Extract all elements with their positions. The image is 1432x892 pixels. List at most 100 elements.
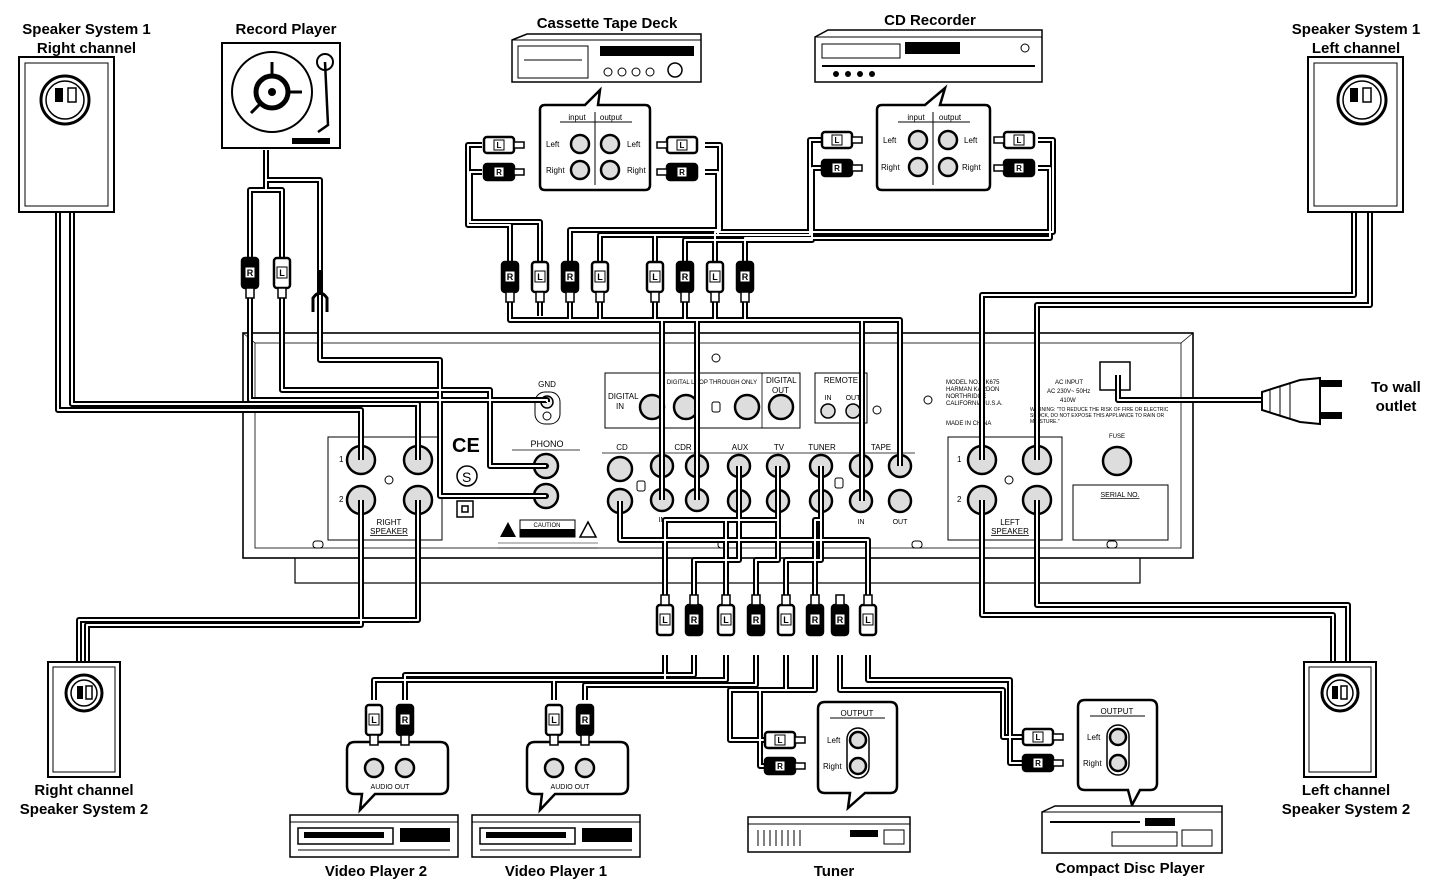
video-player-2-callout: AUDIO OUT — [345, 740, 450, 814]
rca-plug-letter: R — [507, 272, 514, 282]
tuner-left-label: Left — [827, 736, 841, 745]
cd-recorder-title: CD Recorder — [884, 12, 976, 29]
aux-input-label: AUX — [732, 443, 749, 452]
rca-plug-letter: L — [662, 615, 668, 625]
speaker-2-left-title-line1: Left channel — [1301, 782, 1391, 799]
rca-plug-right: R — [763, 756, 806, 776]
certification-marks: CE S — [452, 435, 480, 518]
rca-plug-letter: R — [679, 168, 685, 177]
made-in-label: MADE IN CHINA — [946, 421, 991, 427]
rca-plug-right: R — [482, 162, 525, 182]
rca-plug-right: R — [500, 260, 520, 303]
right-speaker-2-marker: 2 — [339, 495, 344, 504]
model-info: MODEL NO. HK675 HARMAN KARDON NORTHRIDGE… — [946, 380, 1169, 541]
remote-section: REMOTE IN OUT — [814, 372, 933, 424]
cassette-left-out-label: Left — [627, 140, 641, 149]
speaker-1-right — [18, 56, 115, 213]
warning-text: WARNING: "TO REDUCE THE RISK OF FIRE OR … — [1030, 407, 1169, 425]
cassette-right-in-label: Right — [546, 166, 565, 175]
cd-input-label: CD — [616, 443, 628, 452]
rca-plug-letter: L — [835, 136, 840, 145]
rca-plug-right: R — [820, 158, 863, 178]
vp1-audio-out-label: AUDIO OUT — [551, 784, 591, 791]
ac-input-line-2: AC 230V~ 50Hz — [1047, 389, 1090, 395]
rca-plug-letter: R — [753, 615, 760, 625]
rca-plug-right: R — [656, 162, 699, 182]
rca-plug-left: L — [858, 594, 878, 637]
rca-plug-right: R — [805, 594, 825, 637]
speaker-1-right-title-line2: Right channel — [36, 40, 137, 57]
cd-player-title: Compact Disc Player — [1055, 860, 1205, 877]
speaker-2-right — [47, 661, 121, 778]
cd-player-right-label: Right — [1083, 759, 1102, 768]
rca-plug-letter: R — [496, 168, 502, 177]
model-line-2: HARMAN KARDON — [946, 387, 999, 393]
model-line-1: MODEL NO. HK675 — [946, 380, 1000, 386]
speaker-1-left-title: Speaker System 1 Left channel — [1276, 20, 1432, 58]
wall-outlet-title-line2: outlet — [1375, 398, 1417, 415]
cables — [55, 100, 1373, 769]
rca-plug-left: L — [655, 594, 675, 637]
cd-player-left-label: Left — [1087, 733, 1101, 742]
cassette-left-in-label: Left — [546, 140, 560, 149]
rca-plug-right: R — [395, 703, 415, 746]
rca-plug-right: R — [575, 703, 595, 746]
rca-plug-letter: L — [537, 272, 543, 282]
rca-plug-letter: R — [1016, 164, 1022, 173]
cassette-deck-illustration — [511, 33, 702, 83]
ac-input-line-1: AC INPUT — [1055, 380, 1083, 386]
speaker-1-left-title-line2: Left channel — [1311, 40, 1401, 57]
rca-plug-letter: L — [865, 615, 871, 625]
rca-plug-letter: R — [834, 164, 840, 173]
rca-plug-letter: R — [742, 272, 749, 282]
tuner-title: Tuner — [813, 863, 855, 880]
left-speaker-1-marker: 1 — [957, 455, 962, 464]
rca-plug-right: R — [1021, 753, 1064, 773]
video-player-2-illustration — [289, 814, 459, 858]
rca-plug-left: L — [705, 260, 725, 303]
rca-plug-letter: R — [582, 715, 589, 725]
rca-plug-letter: L — [371, 715, 377, 725]
remote-in-label: IN — [825, 395, 832, 402]
rca-plug-left: L — [776, 594, 796, 637]
speaker-2-left — [1303, 661, 1377, 778]
power-plug-icon — [1261, 376, 1342, 426]
remote-out-label: OUT — [846, 395, 862, 402]
digital-loop-label: DIGITAL LOOP THROUGH ONLY — [667, 380, 757, 386]
digital-out-label-2: OUT — [772, 386, 789, 395]
cdr-callout-right-out-label: Right — [962, 163, 981, 172]
rca-plug-left: L — [716, 594, 736, 637]
video-player-2-title: Video Player 2 — [324, 863, 428, 880]
speaker-1-left — [1307, 56, 1404, 213]
rca-plug-letter: R — [777, 762, 783, 771]
rca-plug-letter: L — [778, 736, 783, 745]
rca-plug-left: L — [645, 260, 665, 303]
rca-plug-letter: L — [1017, 136, 1022, 145]
right-speaker-label-line1: RIGHT — [377, 518, 402, 527]
rca-plug-letter: L — [279, 268, 285, 278]
left-speaker-label-line2: SPEAKER — [991, 527, 1029, 536]
remote-label: REMOTE — [824, 376, 858, 385]
tuner-right-label: Right — [823, 762, 842, 771]
model-line-3: NORTHRIDGE — [946, 394, 986, 400]
speaker-2-right-title: Right channel Speaker System 2 — [4, 781, 164, 819]
svg-text:CE: CE — [452, 435, 480, 457]
cassette-right-out-label: Right — [627, 166, 646, 175]
rca-plug-right: R — [735, 260, 755, 303]
cdr-callout-output-label: output — [939, 113, 962, 122]
vp2-audio-out-label: AUDIO OUT — [371, 784, 411, 791]
rca-plug-letter: R — [1035, 759, 1041, 768]
rca-plug-letter: L — [597, 272, 603, 282]
wall-outlet-title: To wall outlet — [1360, 378, 1432, 416]
rca-plug-letter: L — [712, 272, 718, 282]
rca-plug-left: L — [530, 260, 550, 303]
left-speaker-label-line1: LEFT — [1000, 518, 1020, 527]
cdr-callout-left-out-label: Left — [964, 136, 978, 145]
cassette-input-label: input — [568, 113, 586, 122]
rca-plug-letter: L — [551, 715, 557, 725]
cassette-connection-callout: input output Left Right Left Right — [538, 86, 652, 192]
rca-plug-left: L — [272, 256, 292, 299]
digital-out-label-1: DIGITAL — [766, 376, 797, 385]
rca-plug-letter: R — [567, 272, 574, 282]
tuner-output-label: OUTPUT — [841, 709, 874, 718]
